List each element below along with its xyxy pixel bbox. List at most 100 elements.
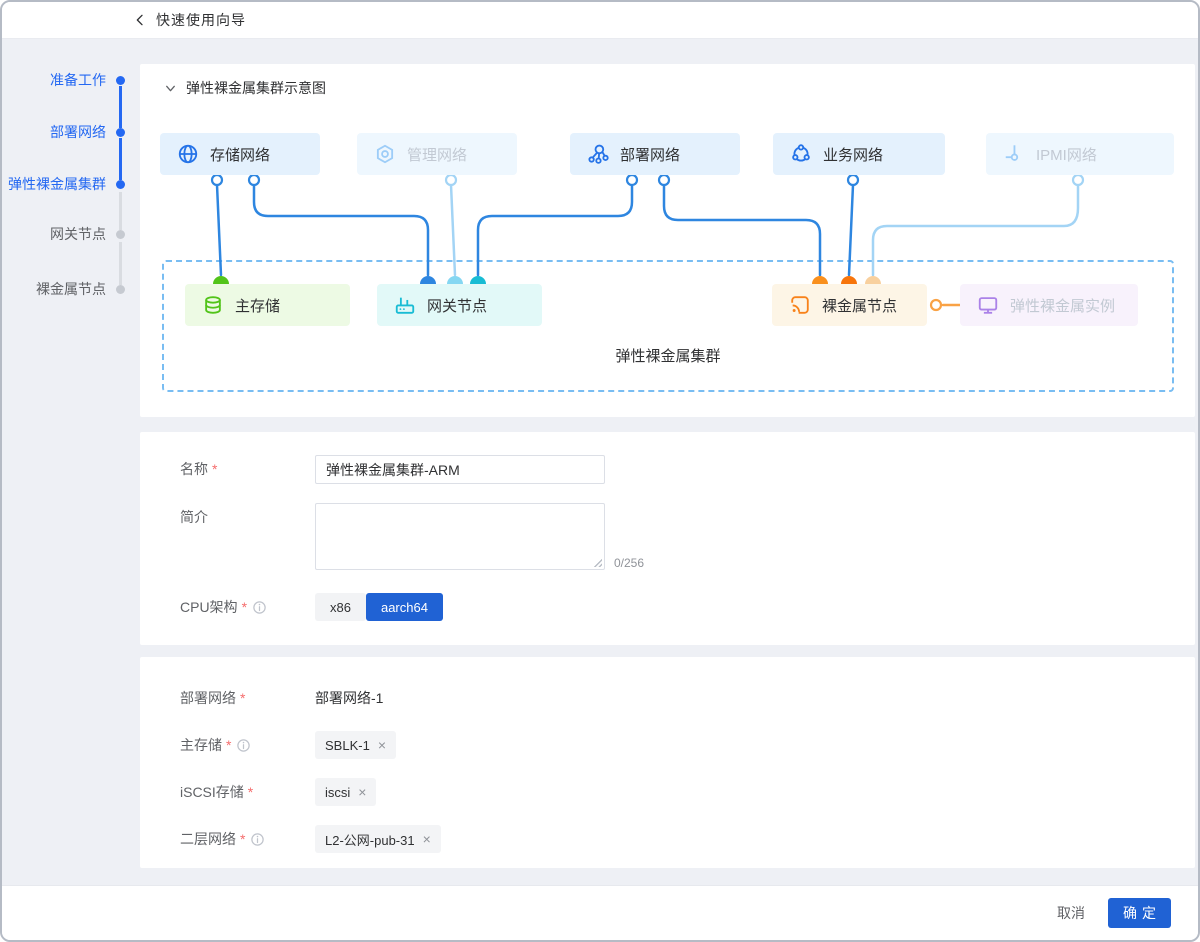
name-label-text: 名称 bbox=[180, 461, 208, 477]
node-box-label: 弹性裸金属实例 bbox=[1010, 297, 1116, 315]
cpu-arch-option-x86[interactable]: x86 bbox=[315, 593, 366, 621]
info-icon[interactable] bbox=[236, 738, 251, 753]
iscsi-storage-row: iSCSI存储 * iscsi × bbox=[180, 778, 1195, 806]
step-cluster[interactable]: 弹性裸金属集群 bbox=[8, 176, 106, 192]
step-connector bbox=[119, 86, 122, 128]
edge-mgmt-to-gateway bbox=[449, 183, 457, 277]
name-label: 名称 * bbox=[180, 455, 315, 483]
cancel-button[interactable]: 取消 bbox=[1057, 905, 1085, 921]
network-box-label: 存储网络 bbox=[210, 146, 271, 164]
diagram-collapse-toggle[interactable]: 弹性裸金属集群示意图 bbox=[164, 78, 326, 98]
step-baremetal-node[interactable]: 裸金属节点 bbox=[36, 281, 106, 297]
cpu-arch-label: CPU架构 * bbox=[180, 593, 315, 621]
cluster-label: 弹性裸金属集群 bbox=[615, 348, 721, 365]
info-icon[interactable] bbox=[252, 600, 267, 615]
network-box-business: 业务网络 bbox=[773, 133, 945, 175]
name-input[interactable] bbox=[315, 455, 605, 484]
page-title: 快速使用向导 bbox=[156, 12, 246, 28]
network-box-label: 部署网络 bbox=[620, 146, 681, 164]
back-button[interactable]: 快速使用向导 bbox=[132, 10, 246, 30]
edge-storage-to-gateway bbox=[252, 183, 430, 277]
node-box-instance: 弹性裸金属实例 bbox=[960, 284, 1138, 326]
l2-network-label: 二层网络 * bbox=[180, 825, 315, 853]
required-mark: * bbox=[241, 599, 248, 615]
required-mark: * bbox=[240, 690, 246, 706]
step-connector bbox=[119, 192, 122, 230]
l2-network-tag: L2-公网-pub-31 × bbox=[315, 825, 441, 853]
required-mark: * bbox=[240, 831, 246, 847]
basic-form-card: 名称 * 简介 0/256 CPU架构 * bbox=[140, 432, 1195, 645]
remove-tag-icon[interactable]: × bbox=[358, 784, 367, 800]
step-deploy-network[interactable]: 部署网络 bbox=[50, 124, 106, 140]
intro-textarea-wrap bbox=[315, 503, 605, 570]
socket-gateway-mgmt bbox=[447, 276, 463, 284]
node-box-gateway: 网关节点 bbox=[377, 284, 542, 326]
step-dot-baremetal-node bbox=[116, 285, 125, 294]
cpu-arch-option-aarch64[interactable]: aarch64 bbox=[365, 593, 443, 621]
required-mark: * bbox=[247, 784, 254, 800]
step-dot-prepare bbox=[116, 76, 125, 85]
deploy-network-label: 部署网络 * bbox=[180, 684, 315, 712]
wire-port-icon bbox=[1005, 145, 1019, 161]
deploy-network-row: 部署网络 * 部署网络-1 bbox=[180, 657, 1195, 712]
top-bar: 快速使用向导 bbox=[2, 2, 1198, 39]
footer-bar: 取消 确定 bbox=[2, 885, 1198, 940]
iscsi-storage-tag-text: iscsi bbox=[325, 784, 351, 800]
node-box-label: 裸金属节点 bbox=[822, 297, 898, 315]
iscsi-storage-label: iSCSI存储 * bbox=[180, 778, 315, 806]
chevron-left-icon bbox=[136, 14, 143, 26]
intro-row: 简介 0/256 bbox=[180, 503, 1195, 570]
node-box-label: 网关节点 bbox=[427, 297, 488, 315]
router-icon bbox=[395, 297, 415, 314]
deploy-network-value: 部署网络-1 bbox=[315, 690, 384, 706]
connector-lines-svg bbox=[210, 173, 1085, 312]
step-connector bbox=[119, 138, 122, 180]
port-storage-2 bbox=[247, 173, 261, 187]
intro-label: 简介 bbox=[180, 503, 315, 531]
step-gateway-node[interactable]: 网关节点 bbox=[50, 226, 106, 242]
port-baremetal-instance bbox=[929, 298, 943, 312]
remove-tag-icon[interactable]: × bbox=[422, 831, 431, 847]
iscsi-storage-tag: iscsi × bbox=[315, 778, 377, 806]
step-prepare[interactable]: 准备工作 bbox=[50, 72, 106, 88]
primary-storage-row: 主存储 * SBLK-1 × bbox=[180, 731, 1195, 759]
share-nodes-icon bbox=[588, 144, 609, 164]
socket-primary-storage bbox=[213, 276, 229, 284]
node-box-baremetal: 裸金属节点 bbox=[772, 284, 927, 326]
primary-storage-label-text: 主存储 bbox=[180, 737, 222, 753]
socket-gateway-storage bbox=[420, 276, 436, 284]
intro-textarea[interactable] bbox=[315, 503, 605, 570]
resize-grip[interactable] bbox=[592, 557, 602, 567]
node-box-label: 主存储 bbox=[235, 297, 281, 315]
cpu-arch-row: CPU架构 * x86 aarch64 bbox=[180, 593, 1195, 621]
port-business bbox=[846, 173, 860, 187]
remove-tag-icon[interactable]: × bbox=[377, 737, 386, 753]
chevron-down-icon bbox=[166, 85, 175, 91]
port-deploy-2 bbox=[657, 173, 671, 187]
edge-deploy-to-gateway bbox=[476, 183, 634, 277]
diagram-section-title: 弹性裸金属集群示意图 bbox=[186, 80, 326, 96]
required-mark: * bbox=[212, 461, 218, 477]
primary-storage-label: 主存储 * bbox=[180, 731, 315, 759]
step-connector bbox=[119, 242, 122, 285]
cloud-network-icon bbox=[792, 144, 810, 162]
intro-char-counter: 0/256 bbox=[614, 556, 645, 570]
socket-gateway-deploy bbox=[470, 276, 486, 284]
network-box-label: 业务网络 bbox=[823, 146, 884, 164]
intro-label-text: 简介 bbox=[180, 509, 208, 525]
network-box-storage: 存储网络 bbox=[160, 133, 320, 175]
socket-baremetal-deploy bbox=[812, 276, 828, 284]
port-storage-1 bbox=[210, 173, 224, 187]
primary-storage-tag: SBLK-1 × bbox=[315, 731, 396, 759]
node-box-primary-storage: 主存储 bbox=[185, 284, 350, 326]
step-dot-deploy-network bbox=[116, 128, 125, 137]
network-box-deploy: 部署网络 bbox=[570, 133, 740, 175]
info-icon[interactable] bbox=[250, 832, 265, 847]
edge-business-to-baremetal bbox=[847, 183, 855, 277]
edge-storage-to-primary bbox=[215, 183, 223, 277]
confirm-button[interactable]: 确定 bbox=[1108, 898, 1171, 928]
l2-network-row: 二层网络 * L2-公网-pub-31 × bbox=[180, 825, 1195, 853]
port-ipmi bbox=[1071, 173, 1085, 187]
iscsi-storage-label-text: iSCSI存储 bbox=[180, 784, 244, 800]
